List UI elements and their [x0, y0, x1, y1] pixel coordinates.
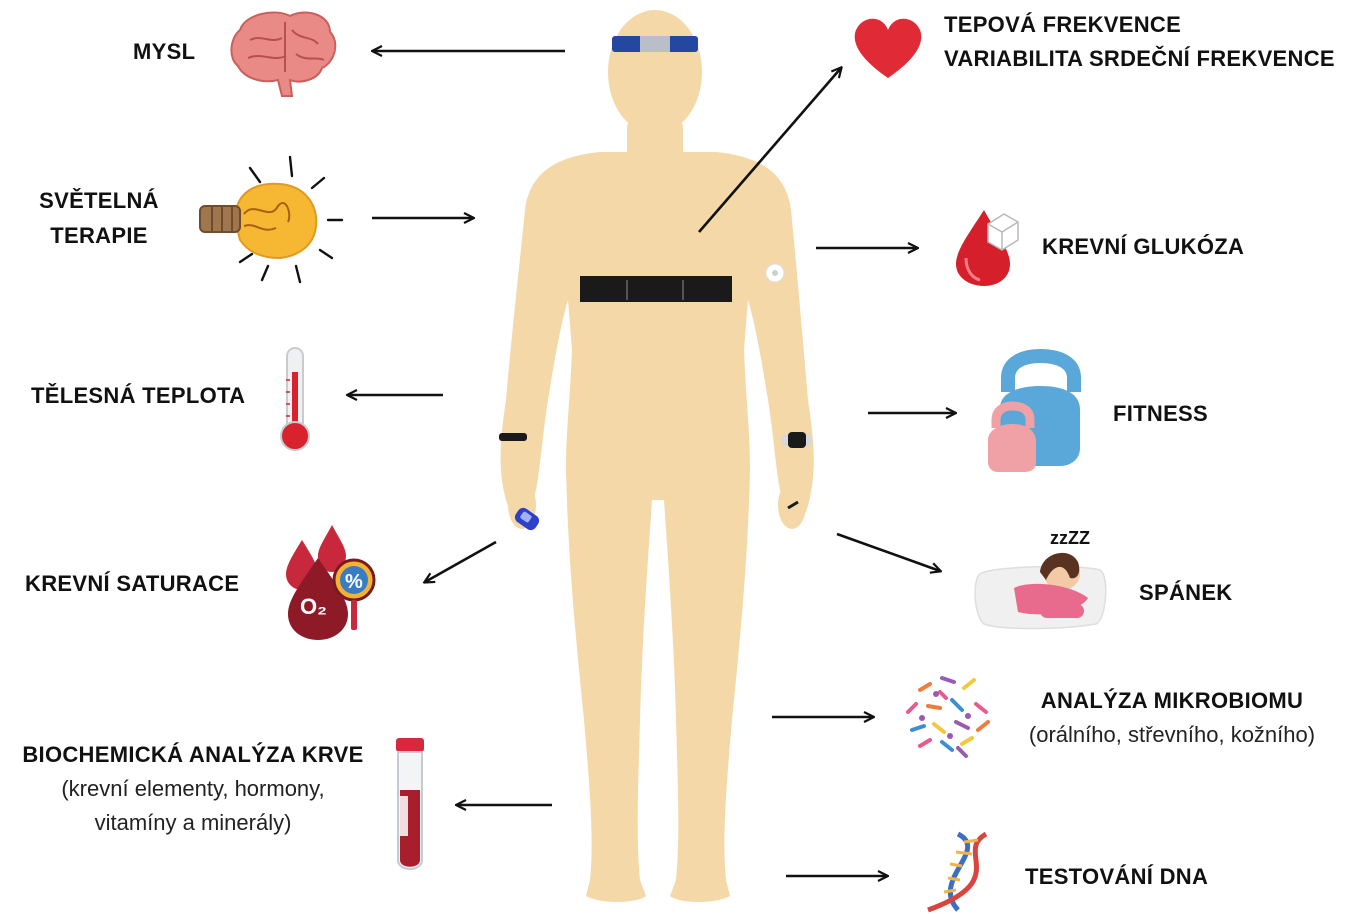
- label-biochemicka: BIOCHEMICKÁ ANALÝZA KRVE: [8, 738, 378, 772]
- headband-sensor: [612, 36, 698, 52]
- label-svetelna-line1: SVĚTELNÁ: [34, 184, 164, 218]
- label-mikrobiom: ANALÝZA MIKROBIOMU: [1012, 684, 1332, 718]
- blood-test-tube-icon: [396, 738, 424, 869]
- label-telesna-teplota: TĚLESNÁ TEPLOTA: [31, 379, 245, 413]
- label-biochemicka-sub1: (krevní elementy, hormony,: [8, 772, 378, 806]
- label-tepova-line2: VARIABILITA SRDEČNÍ FREKVENCE: [944, 42, 1335, 76]
- label-dna: TESTOVÁNÍ DNA: [1025, 860, 1208, 894]
- label-krevni-glukoza: KREVNÍ GLUKÓZA: [1042, 230, 1244, 264]
- chest-strap-sensor: [580, 276, 732, 302]
- blood-glucose-icon: [956, 210, 1018, 286]
- glucose-patch-sensor: [766, 264, 784, 282]
- label-mikrobiom-sub: (orálního, střevního, kožního): [1012, 718, 1332, 752]
- thermometer-icon: [281, 348, 309, 450]
- label-tepova-line1: TEPOVÁ FREKVENCE: [944, 8, 1181, 42]
- label-fitness: FITNESS: [1113, 397, 1208, 431]
- heart-icon: [855, 19, 922, 78]
- arrow-krevni-saturace: [425, 542, 496, 582]
- kettlebell-icon: [988, 356, 1080, 472]
- label-mysl: MYSL: [133, 35, 195, 69]
- left-wristband-sensor: [499, 433, 527, 441]
- dna-helix-icon: [928, 834, 986, 910]
- microbiome-icon: [900, 670, 992, 762]
- label-krevni-saturace: KREVNÍ SATURACE: [25, 567, 239, 601]
- label-biochemicka-sub2: vitamíny a minerály): [8, 806, 378, 840]
- label-spanek: SPÁNEK: [1139, 576, 1233, 610]
- smartwatch-sensor: [782, 432, 812, 448]
- zzz-text: zzZZ: [1050, 528, 1090, 548]
- oxygen-saturation-icon: O₂ %: [286, 525, 374, 640]
- brain-icon: [231, 12, 335, 96]
- human-body-figure: [501, 10, 814, 902]
- label-svetelna-line2: TERAPIE: [34, 219, 164, 253]
- sleeping-person-icon: zzZZ: [975, 528, 1106, 629]
- percent-text: %: [345, 571, 363, 593]
- arrow-spanek: [837, 534, 940, 571]
- lightbulb-icon: [200, 157, 342, 282]
- o2-text: O₂: [300, 594, 327, 619]
